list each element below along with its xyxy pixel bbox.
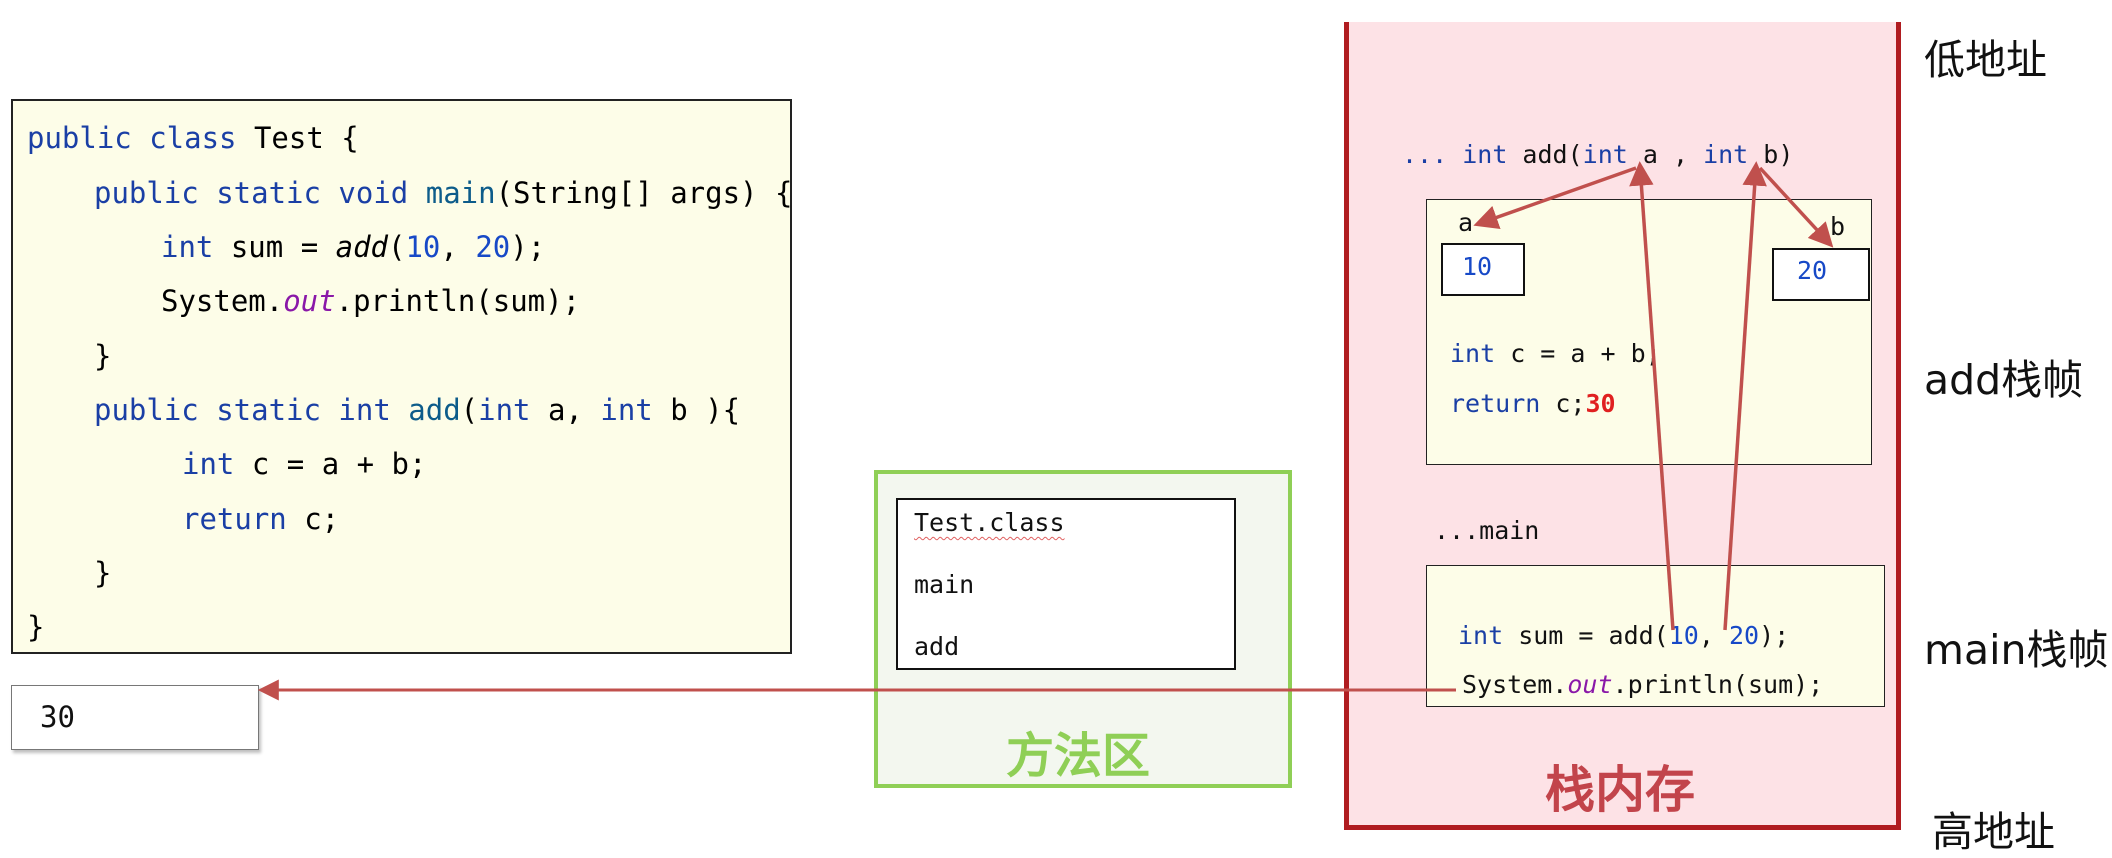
number-literal: 20 (1728, 621, 1760, 650)
code-text: c; (286, 502, 340, 536)
keyword: return (182, 502, 287, 536)
code-text: , (440, 230, 476, 264)
param-b-box (1772, 248, 1870, 301)
code-line-10: } (27, 610, 45, 644)
param-a-label: a (1458, 208, 1474, 237)
param-b-value: 20 (1797, 256, 1828, 285)
code-text: a, (530, 393, 601, 427)
main-label: ...main (1434, 516, 1540, 545)
code-text: (String[] args) { (495, 176, 793, 210)
code-text: ); (1759, 621, 1790, 650)
code-text: .println(sum); (1612, 670, 1824, 699)
arrow-param-b (1758, 166, 1834, 248)
code-text: , (1698, 621, 1729, 650)
keyword: int (1450, 339, 1496, 368)
method-name: main (408, 176, 496, 210)
code-line-9: } (94, 556, 112, 590)
code-text: b) (1748, 140, 1794, 169)
keyword: int (1458, 621, 1504, 650)
code-line-1: public class Test { (27, 121, 359, 155)
param-b-label: b (1830, 212, 1846, 241)
main-stack-frame (1426, 565, 1885, 707)
code-text: ); (510, 230, 546, 264)
keyword: int (478, 393, 531, 427)
arrow-arg-20-to-param-b (1723, 161, 1767, 631)
main-line-1: int sum = add(10, 20); (1458, 621, 1789, 650)
static-field: out (1567, 670, 1613, 699)
code-line-7: int c = a + b; (182, 447, 426, 481)
keyword: public class (27, 121, 237, 155)
code-text: c = a + b; (234, 447, 427, 481)
code-text: c; (1540, 389, 1586, 418)
method-area-title: 方法区 (1006, 728, 1151, 784)
code-text: ( (460, 393, 479, 427)
code-line-4: System.out.println(sum); (161, 284, 580, 318)
param-a-box (1441, 243, 1525, 296)
code-line-8: return c; (182, 502, 339, 536)
class-item-add: add (914, 632, 960, 661)
code-text: b ){ (652, 393, 741, 427)
code-text: sum = add( (1503, 621, 1669, 650)
code-text: ( (388, 230, 406, 264)
keyword: int (1462, 140, 1508, 169)
method-name: add (390, 393, 461, 427)
method-call: add (335, 230, 388, 264)
main-line-2: System.out.println(sum); (1462, 670, 1823, 699)
output-console: 30 (11, 685, 259, 750)
class-box (896, 498, 1236, 670)
arrow-arg-10-to-param-a (1629, 161, 1675, 631)
keyword: public static void (94, 176, 409, 210)
code-text: System. (161, 284, 284, 318)
return-value: 30 (1585, 389, 1616, 418)
code-text: Test { (236, 121, 359, 155)
class-item-main: main (914, 570, 975, 599)
code-line-6: public static int add(int a, int b ){ (94, 393, 740, 427)
low-address-label: 低地址 (1924, 36, 2047, 84)
keyword: int (161, 230, 214, 264)
keyword: int (1703, 140, 1749, 169)
main-frame-label: main栈帧 (1924, 626, 2109, 674)
keyword: int (182, 447, 235, 481)
keyword: return (1450, 389, 1541, 418)
code-line-3: int sum = add(10, 20); (161, 230, 545, 264)
add-line-2: return c;30 (1450, 389, 1616, 418)
class-item-test: Test.class (914, 508, 1065, 537)
param-a-value: 10 (1462, 252, 1493, 281)
keyword: int (600, 393, 653, 427)
number-literal: 10 (405, 230, 441, 264)
stack-memory-title: 栈内存 (1545, 761, 1695, 819)
code-line-2: public static void main(String[] args) { (94, 176, 792, 210)
add-line-1: int c = a + b; (1450, 339, 1661, 368)
code-text: sum = (213, 230, 336, 264)
ellipsis: ... (1402, 140, 1463, 169)
add-frame-label: add栈帧 (1924, 356, 2084, 404)
code-text: .println(sum); (335, 284, 581, 318)
add-signature: ... int add(int a , int b) (1402, 140, 1793, 169)
keyword: int (1582, 140, 1628, 169)
code-text: System. (1462, 670, 1568, 699)
static-field: out (283, 284, 336, 318)
number-literal: 20 (475, 230, 511, 264)
code-text: add( (1507, 140, 1583, 169)
code-line-5: } (94, 339, 112, 373)
keyword: public static int (94, 393, 391, 427)
output-value: 30 (40, 700, 75, 734)
arrow-param-a (1473, 166, 1637, 229)
code-panel (11, 99, 792, 654)
